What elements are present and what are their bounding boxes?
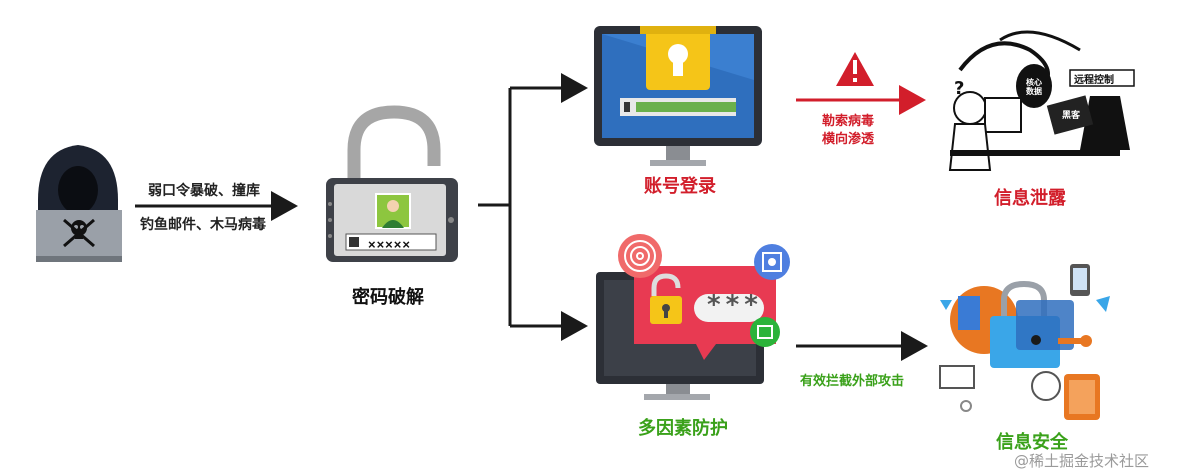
leak-tag-hacker: 黑客 — [1062, 110, 1081, 120]
mfa-password-stars: *** — [706, 290, 762, 320]
scan-icon — [750, 317, 780, 347]
svg-text:?: ? — [954, 78, 964, 99]
password-mask: ××××× — [368, 237, 411, 252]
leak-tag-remote-control: 远程控制 — [1074, 75, 1114, 86]
skull-icon — [63, 218, 95, 248]
data-leak-illustration: ? — [948, 30, 1135, 171]
info-safe-label: 信息安全 — [996, 432, 1068, 452]
watermark: @稀土掘金技术社区 — [1014, 452, 1150, 470]
lateral-movement-label: 横向渗透 — [822, 131, 875, 146]
padlock-icon — [326, 105, 458, 262]
face-id-icon — [754, 244, 790, 280]
mfa-label: 多因素防护 — [638, 418, 728, 438]
security-illustration — [939, 264, 1110, 420]
branch-connector — [478, 73, 588, 341]
attack-method-line2: 钓鱼邮件、木马病毒 — [140, 216, 266, 232]
mfa-monitor-icon — [596, 266, 776, 400]
login-monitor-icon — [594, 26, 762, 166]
password-crack-label: 密码破解 — [352, 287, 424, 307]
fingerprint-icon — [618, 234, 662, 278]
attack-method-line1: 弱口令暴破、撞库 — [148, 182, 260, 198]
warning-icon — [836, 52, 874, 86]
hacker-icon — [36, 145, 122, 262]
ransomware-label: 勒索病毒 — [822, 113, 875, 128]
leak-tag-core-data: 核心数据 — [1026, 78, 1042, 96]
account-login-label: 账号登录 — [644, 176, 716, 196]
block-attack-label: 有效拦截外部攻击 — [800, 373, 905, 388]
info-leak-label: 信息泄露 — [994, 188, 1066, 208]
